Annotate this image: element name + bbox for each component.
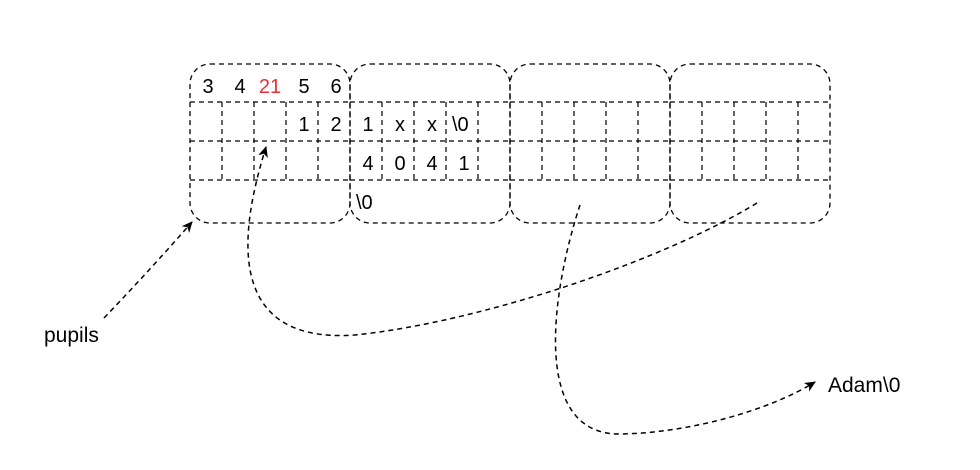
memory-block-1 [189,63,351,224]
pupils-pointer-arrow [103,221,193,319]
cell-value: \0 [356,192,373,214]
memory-blocks [189,63,831,224]
cell-value: 2 [330,114,341,136]
memory-block-2 [349,63,511,224]
memory-block-3 [509,63,671,224]
overwritten-value: 21 [259,76,281,98]
block4-to-block1-pointer-arrow [247,146,758,337]
cell-value: 4 [426,153,437,175]
cell-value: x [427,114,437,136]
cell-value: 0 [394,153,405,175]
cell-value: 4 [362,153,373,175]
pupils-label: pupils [44,324,99,347]
cell-value: 1 [362,114,373,136]
block3-to-string-pointer-arrow [554,204,816,435]
adam-string-label: Adam\0 [828,374,900,397]
memory-block-4 [669,63,831,224]
cell-value: 5 [298,76,309,98]
cell-value: 1 [458,153,469,175]
cell-value: 1 [298,114,309,136]
cell-value: 6 [330,76,341,98]
cell-value: 4 [234,76,245,98]
cell-value: x [395,114,405,136]
cell-value: \0 [452,114,469,136]
cell-value: 3 [202,76,213,98]
